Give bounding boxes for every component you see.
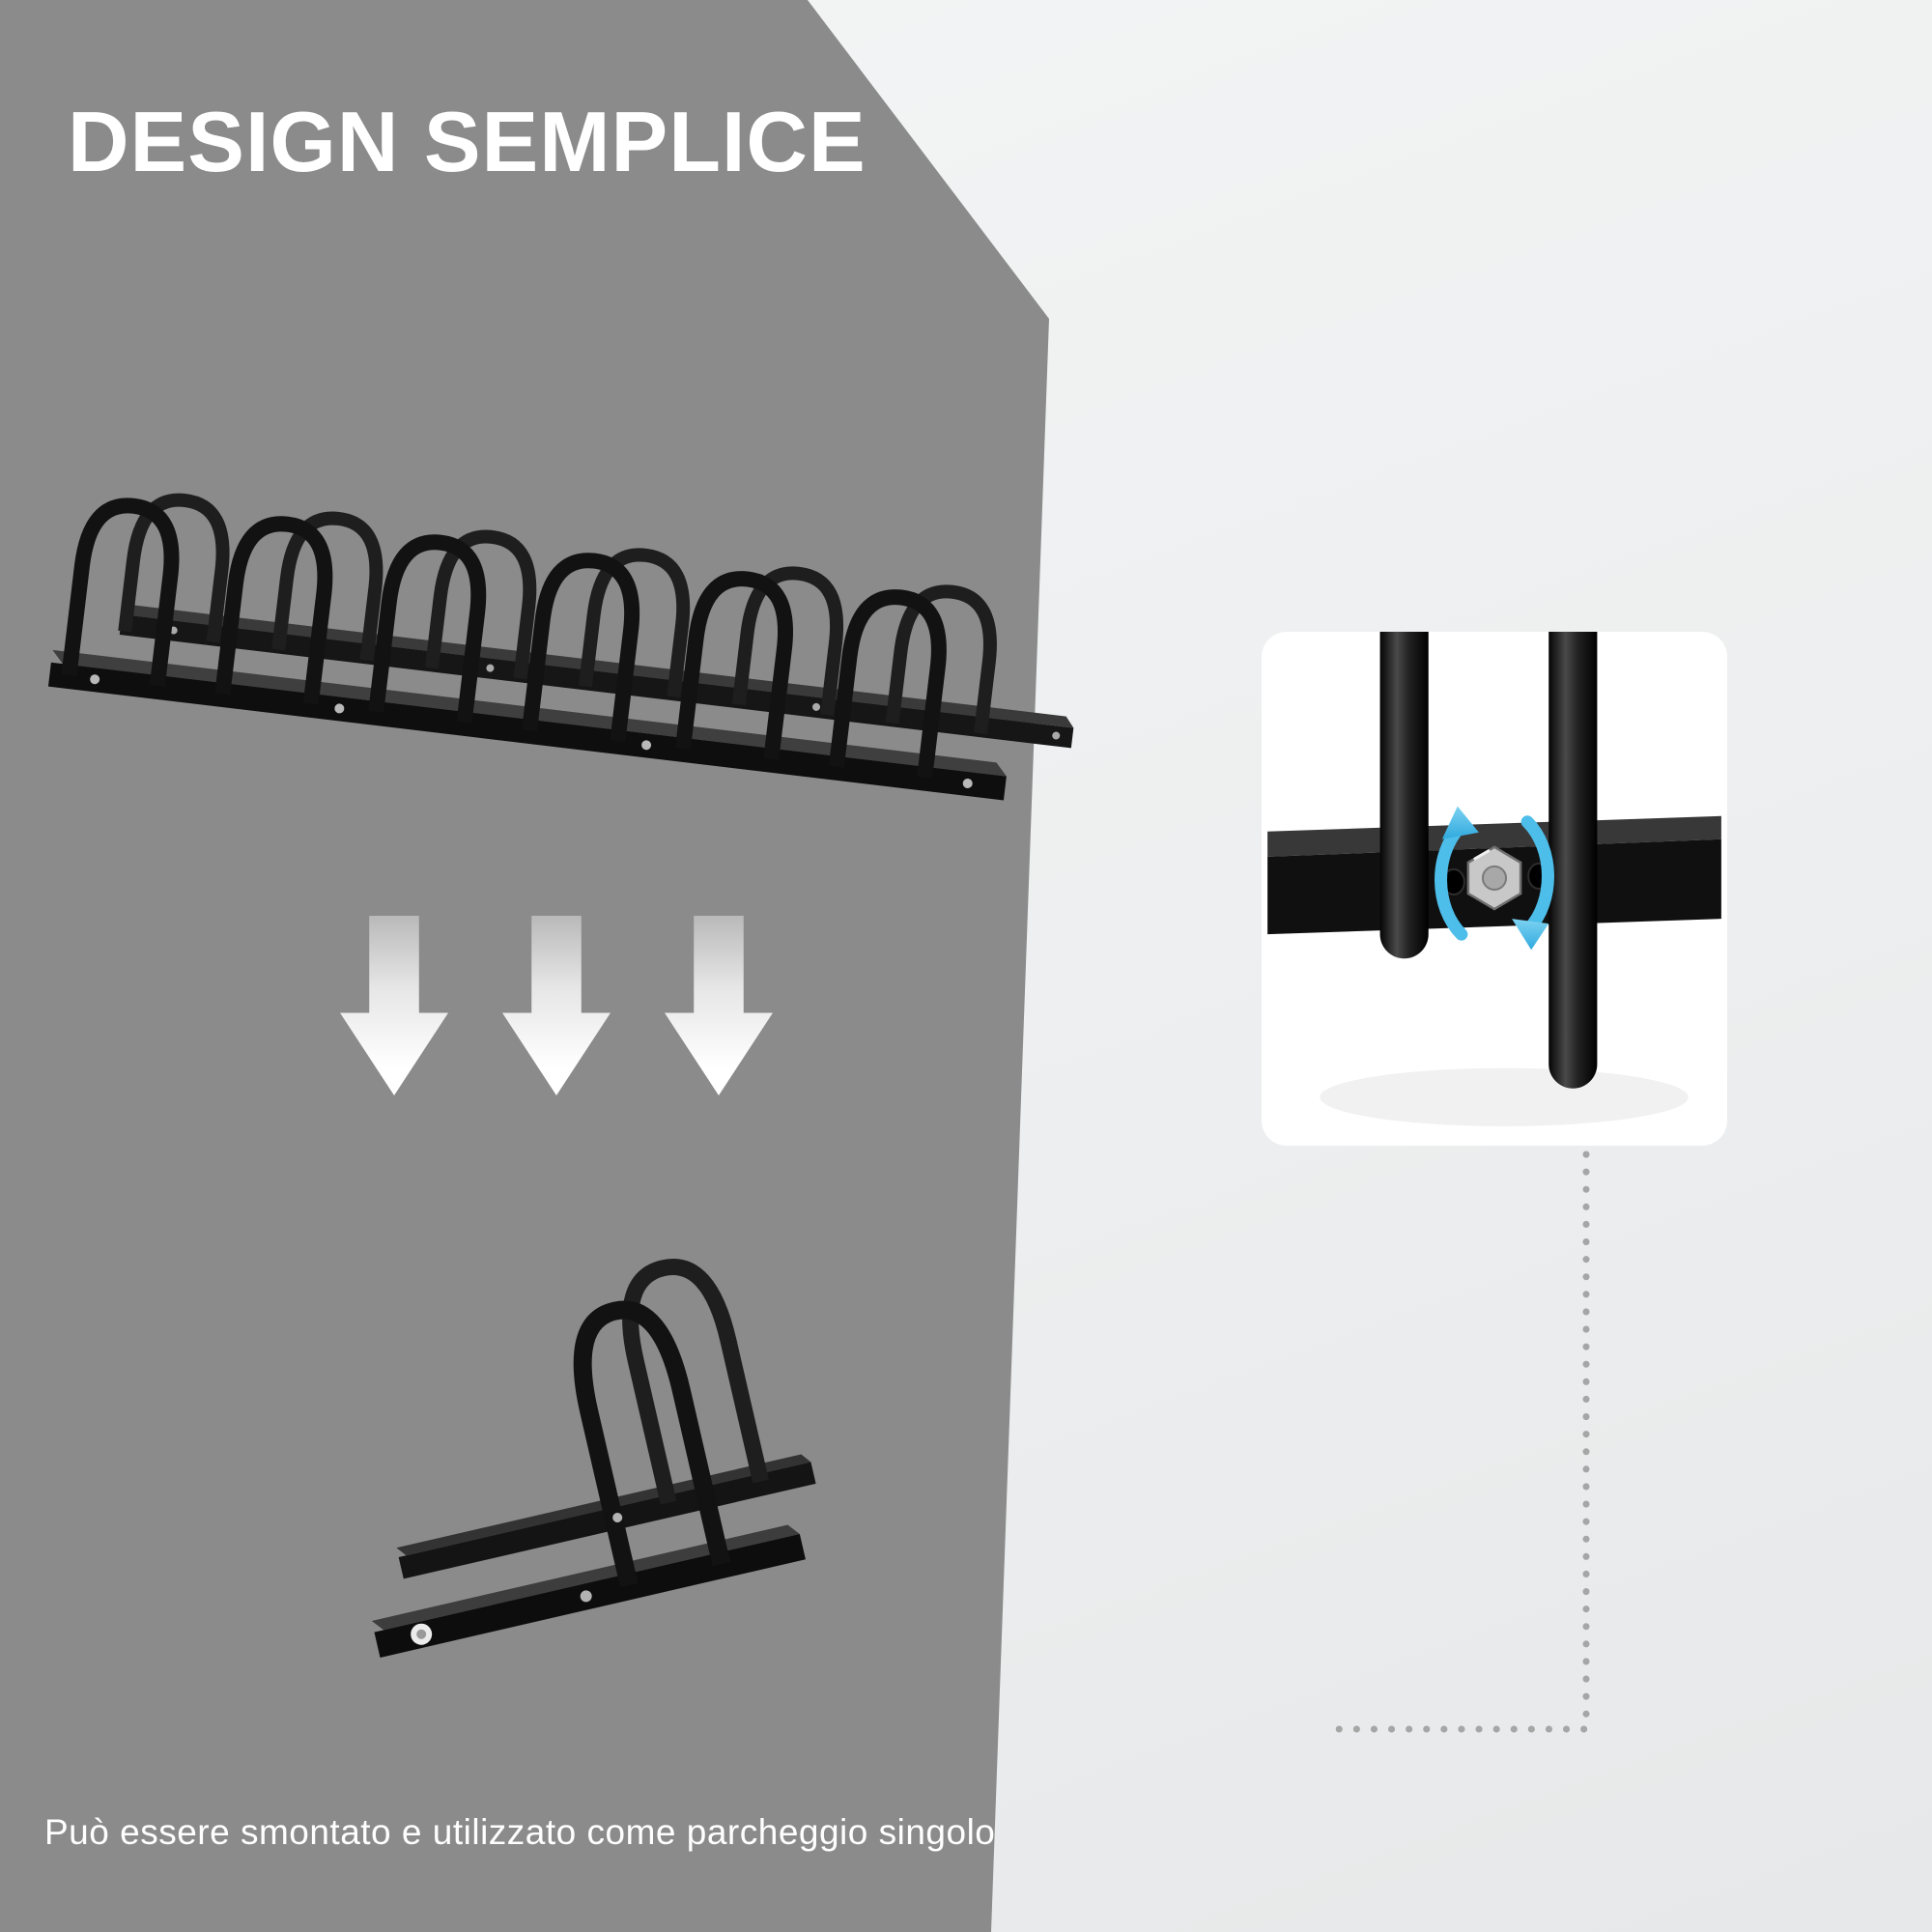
page-title: DESIGN SEMPLICE bbox=[68, 94, 867, 189]
disassembly-arrows bbox=[340, 916, 773, 1095]
bolt-detail-card bbox=[1262, 632, 1727, 1146]
single-slot-bike-rack-photo bbox=[371, 1259, 816, 1658]
rack1-body bbox=[371, 1259, 816, 1658]
hex-bolt bbox=[1466, 845, 1522, 911]
six-slot-rack-photo bbox=[47, 430, 1074, 801]
down-arrow-icon bbox=[502, 916, 611, 1095]
down-arrow-icon bbox=[340, 916, 448, 1095]
rotation-arrow-left-icon bbox=[1435, 806, 1479, 941]
dotted-connector-line bbox=[1326, 1151, 1590, 1733]
caption: Può essere smontato e utilizzato come pa… bbox=[44, 1812, 996, 1852]
left-tube bbox=[1379, 632, 1429, 959]
bolt-detail-photo bbox=[1267, 632, 1721, 1126]
back-hoop bbox=[622, 1259, 769, 1505]
down-arrow-icon bbox=[665, 916, 773, 1095]
rotation-arrow-right-icon bbox=[1512, 815, 1554, 951]
front-rail bbox=[47, 662, 1007, 801]
rack6-body bbox=[47, 487, 1074, 801]
front-hoop bbox=[573, 1300, 731, 1588]
right-tube bbox=[1548, 632, 1598, 1089]
